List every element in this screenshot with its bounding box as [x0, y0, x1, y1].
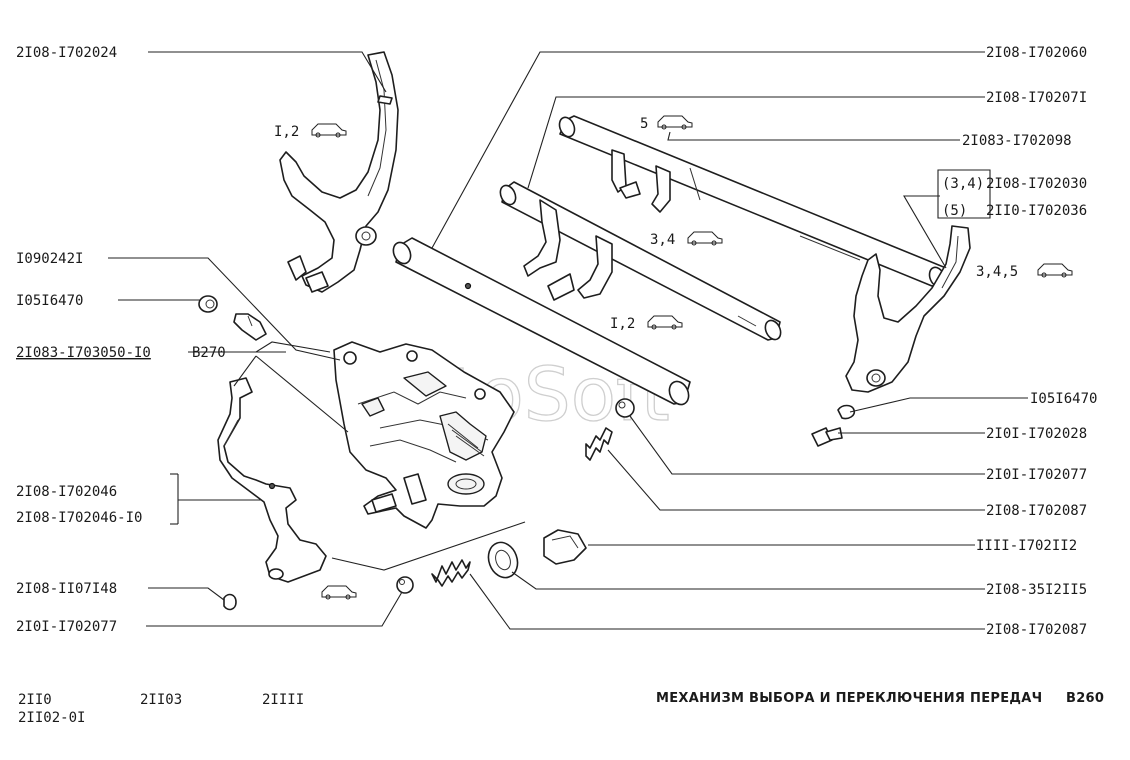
label-2108-1702046: 2I08-I702046	[16, 484, 117, 500]
label-2108-1702087-b: 2I08-I702087	[986, 622, 1087, 638]
lock-clip	[223, 593, 237, 611]
label-1111-1702112: IIII-I702II2	[976, 538, 1077, 554]
label-2108-1702030: 2I08-I702030	[986, 176, 1087, 192]
page-code: B260	[1066, 691, 1104, 706]
shift-rod-main	[392, 237, 693, 406]
label-1051-6470-left: I05I6470	[16, 293, 83, 309]
label-2108-1702046-10: 2I08-I702046-I0	[16, 510, 142, 526]
label-2108-1107148: 2I08-II07I48	[16, 581, 117, 597]
label-2108-1702087-a: 2I08-I702087	[986, 503, 1087, 519]
label-1051-6470-right: I05I6470	[1030, 391, 1097, 407]
gear-tag-3-4-5: 3,4,5	[976, 264, 1018, 280]
car-icon	[657, 115, 693, 130]
label-21083-1702098: 2I083-I702098	[962, 133, 1072, 149]
leader-lines	[108, 51, 1028, 630]
retaining-clip-right	[837, 404, 856, 420]
label-2108-1702060: 2I08-I702060	[986, 45, 1087, 61]
gear-tag-5: 5	[640, 116, 648, 132]
label-b270: B270	[192, 345, 226, 361]
shift-rod-3-4	[499, 181, 782, 341]
spring-bottom	[431, 559, 471, 587]
label-2108-1702071: 2I08-I70207I	[986, 90, 1087, 106]
car-icon	[687, 231, 723, 246]
ball-left	[396, 576, 414, 594]
ball-middle	[615, 398, 635, 418]
selector-lever	[217, 377, 327, 583]
label-2108-3512115: 2I08-35I2II5	[986, 582, 1087, 598]
shift-fork-3-4-5	[845, 225, 971, 393]
footer-model-21103: 2II03	[140, 692, 182, 708]
sealing-washer	[487, 541, 519, 579]
label-2110-1702036: 2II0-I702036	[986, 203, 1087, 219]
gear-tag-1-2-mid: I,2	[610, 316, 635, 332]
page-title: МЕХАНИЗМ ВЫБОРА И ПЕРЕКЛЮЧЕНИЯ ПЕРЕДАЧ	[656, 691, 1042, 706]
label-21083-1703050-10: 2I083-I703050-I0	[16, 345, 151, 361]
car-icon	[647, 315, 683, 330]
plug-bolt	[543, 529, 587, 565]
label-2101-1702077-right: 2I0I-I702077	[986, 467, 1087, 483]
label-prefix-3-4: (3,4)	[942, 176, 984, 192]
footer-model-21102-01: 2II02-0I	[18, 710, 85, 726]
shift-fork-1-2	[279, 51, 399, 293]
car-icon	[311, 123, 347, 138]
label-2108-1702024: 2I08-I702024	[16, 45, 117, 61]
shift-rod-5	[558, 115, 947, 288]
bolt-right	[811, 427, 843, 447]
spring-middle	[585, 427, 613, 461]
gear-tag-1-2-top: I,2	[274, 124, 299, 140]
footer-model-2110: 2II0	[18, 692, 52, 708]
footer-model-21111: 2IIII	[262, 692, 304, 708]
car-icon	[1037, 263, 1073, 278]
selector-mechanism-assembly	[333, 341, 515, 529]
label-2101-1702028: 2I0I-I702028	[986, 426, 1087, 442]
bolt-left	[233, 313, 267, 341]
car-icon	[321, 585, 357, 600]
retaining-clip-left	[198, 295, 218, 313]
label-2101-1702077-left: 2I0I-I702077	[16, 619, 117, 635]
label-prefix-5: (5)	[942, 203, 967, 219]
label-1090242i: I090242I	[16, 251, 83, 267]
gear-tag-3-4: 3,4	[650, 232, 675, 248]
